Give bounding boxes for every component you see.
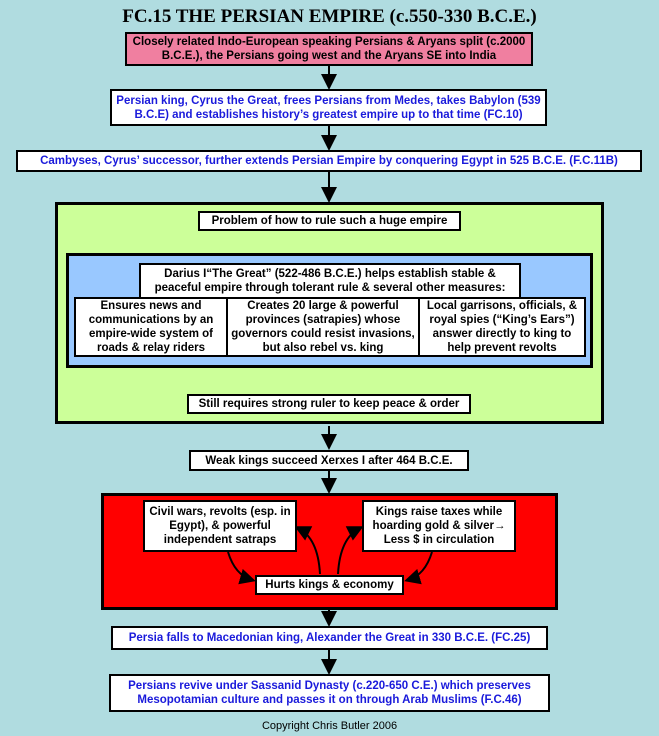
arrow-hurts-to-civil [294, 526, 321, 575]
satrapies-box: Creates 20 large & powerful provinces (s… [226, 297, 420, 357]
copyright-text: Copyright Chris Butler 2006 [261, 720, 398, 732]
aryans-split-box: Closely related Indo-European speaking P… [125, 32, 533, 66]
arrow-hurts-to-taxes [337, 526, 364, 575]
roads-box: Ensures news and communications by an em… [74, 297, 228, 357]
page-title: FC.15 THE PERSIAN EMPIRE (c.550-330 B.C.… [122, 6, 537, 27]
darius-box: Darius I“The Great” (522-486 B.C.E.) hel… [139, 263, 521, 299]
arrow-civil-to-hurts [227, 551, 256, 585]
weak-kings-box: Weak kings succeed Xerxes I after 464 B.… [189, 450, 469, 471]
strong-ruler-box: Still requires strong ruler to keep peac… [187, 394, 471, 414]
civil-wars-box: Civil wars, revolts (esp. in Egypt), & p… [143, 500, 297, 552]
sassanid-box: Persians revive under Sassanid Dynasty (… [109, 674, 550, 712]
taxes-box: Kings raise taxes while hoarding gold & … [362, 500, 516, 552]
arrow-taxes-to-hurts [404, 551, 433, 585]
spies-box: Local garrisons, officials, & royal spie… [418, 297, 586, 357]
hurts-box: Hurts kings & economy [255, 575, 404, 595]
alexander-box: Persia falls to Macedonian king, Alexand… [111, 626, 548, 650]
cambyses-box: Cambyses, Cyrus’ successor, further exte… [16, 150, 642, 172]
cyrus-box: Persian king, Cyrus the Great, frees Per… [110, 89, 547, 126]
problem-box: Problem of how to rule such a huge empir… [198, 211, 461, 231]
